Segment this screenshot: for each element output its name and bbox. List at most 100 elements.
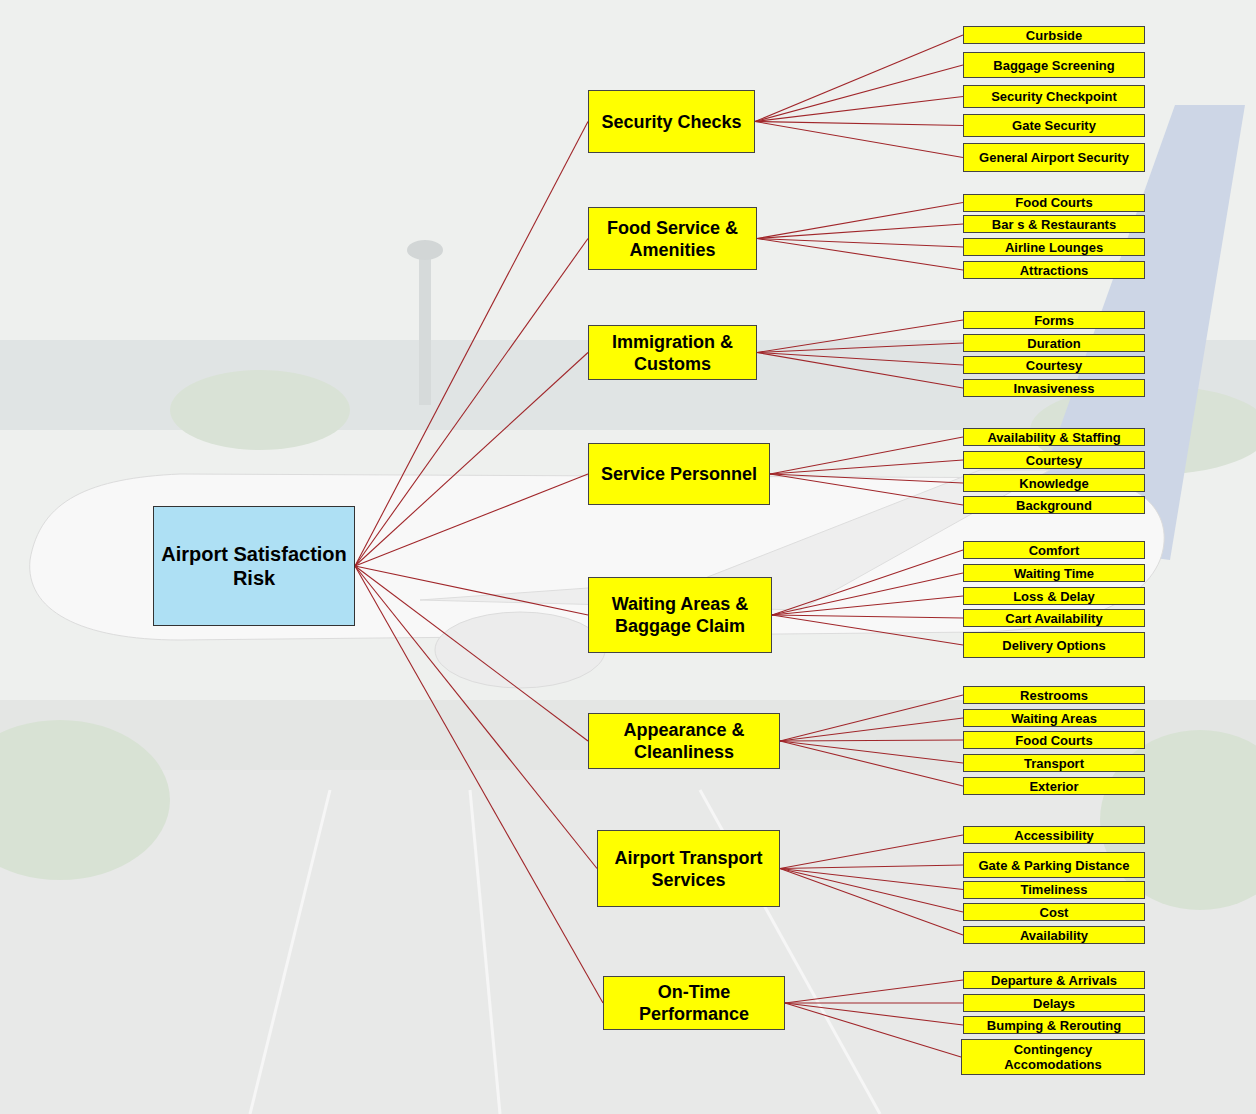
connector-line	[757, 224, 963, 239]
connector-line	[785, 1003, 963, 1025]
overpass	[0, 700, 1256, 770]
connector-line	[355, 566, 588, 741]
box-label: Departure & Arrivals	[991, 973, 1117, 988]
factor-box: Courtesy	[963, 451, 1145, 469]
box-label: Food Courts	[1015, 195, 1092, 210]
connector-line	[755, 65, 963, 122]
factor-box: Food Courts	[963, 731, 1145, 749]
connector-line	[757, 203, 963, 239]
lane-marking	[470, 790, 500, 1114]
box-label: Invasiveness	[1014, 381, 1095, 396]
factor-box: Contingency Accomodations	[961, 1039, 1145, 1075]
factor-box: Security Checkpoint	[963, 85, 1145, 108]
box-label: General Airport Security	[979, 150, 1129, 165]
box-label: Immigration & Customs	[594, 331, 751, 375]
box-label: Attractions	[1020, 263, 1089, 278]
control-tower	[419, 255, 431, 405]
factor-box: Loss & Delay	[963, 587, 1145, 605]
category-box: Airport Transport Services	[597, 830, 780, 907]
box-label: Waiting Time	[1014, 566, 1094, 581]
box-label: Airport Transport Services	[603, 847, 774, 891]
connector-line	[355, 566, 603, 1003]
connector-line	[355, 566, 597, 869]
factor-box: Waiting Areas	[963, 709, 1145, 727]
connector-line	[757, 343, 963, 353]
factor-box: Gate Security	[963, 114, 1145, 137]
factor-box: Baggage Screening	[963, 52, 1145, 78]
connector-line	[772, 596, 963, 615]
factor-box: Cost	[963, 903, 1145, 921]
category-box: Food Service & Amenities	[588, 207, 757, 270]
factor-box: Duration	[963, 334, 1145, 352]
connector-line	[355, 353, 588, 567]
factor-box: Availability & Staffing	[963, 428, 1145, 446]
tree-clump	[0, 720, 170, 880]
root-box: Airport Satisfaction Risk	[153, 506, 355, 626]
box-label: Contingency Accomodations	[967, 1042, 1139, 1072]
box-label: Delivery Options	[1002, 638, 1105, 653]
box-label: Exterior	[1029, 779, 1078, 794]
factor-box: Invasiveness	[963, 379, 1145, 397]
box-label: Appearance & Cleanliness	[594, 719, 774, 763]
box-label: Background	[1016, 498, 1092, 513]
box-label: Airport Satisfaction Risk	[159, 542, 349, 590]
factor-box: Curbside	[963, 26, 1145, 44]
factor-box: Delivery Options	[963, 632, 1145, 658]
category-box: Waiting Areas & Baggage Claim	[588, 577, 772, 653]
connector-line	[770, 460, 963, 474]
box-label: Food Service & Amenities	[594, 217, 751, 261]
tree-clump	[170, 370, 350, 450]
connector-line	[772, 615, 963, 645]
tower-cab	[407, 240, 443, 260]
category-box: Security Checks	[588, 90, 755, 153]
connector-line	[755, 122, 963, 158]
box-label: Gate Security	[1012, 118, 1096, 133]
connector-line	[780, 695, 963, 741]
box-label: Courtesy	[1026, 453, 1082, 468]
box-label: Cart Availability	[1005, 611, 1102, 626]
connector-line	[772, 615, 963, 618]
factor-box: Transport	[963, 754, 1145, 772]
connector-line	[355, 239, 588, 567]
connector-line	[755, 97, 963, 122]
factor-box: Airline Lounges	[963, 238, 1145, 256]
connector-line	[755, 35, 963, 122]
box-label: Duration	[1027, 336, 1080, 351]
factor-box: Accessibility	[963, 826, 1145, 844]
connector-line	[757, 239, 963, 271]
connector-line	[770, 474, 963, 505]
connector-line	[780, 869, 963, 913]
connector-line	[780, 835, 963, 869]
factor-box: Restrooms	[963, 686, 1145, 704]
box-label: Food Courts	[1015, 733, 1092, 748]
factor-box: Availability	[963, 926, 1145, 944]
box-label: Security Checks	[601, 111, 741, 133]
factor-box: Background	[963, 496, 1145, 514]
box-label: Courtesy	[1026, 358, 1082, 373]
box-label: Transport	[1024, 756, 1084, 771]
box-label: Waiting Areas	[1011, 711, 1097, 726]
box-label: Bar s & Restaurants	[992, 217, 1116, 232]
connector-line	[780, 740, 963, 741]
factor-box: Bumping & Rerouting	[963, 1016, 1145, 1034]
box-label: Gate & Parking Distance	[979, 858, 1130, 873]
factor-box: Delays	[963, 994, 1145, 1012]
box-label: Accessibility	[1014, 828, 1094, 843]
connector-line	[780, 741, 963, 786]
connector-line	[355, 566, 588, 615]
box-label: Timeliness	[1021, 882, 1088, 897]
factor-box: General Airport Security	[963, 143, 1145, 172]
connector-line	[785, 1003, 961, 1057]
lane-marking	[250, 790, 330, 1114]
factor-box: Bar s & Restaurants	[963, 215, 1145, 233]
factor-box: Timeliness	[963, 881, 1145, 899]
box-label: Knowledge	[1019, 476, 1088, 491]
factor-box: Gate & Parking Distance	[963, 852, 1145, 878]
box-label: Delays	[1033, 996, 1075, 1011]
box-label: Cost	[1040, 905, 1069, 920]
roadway	[0, 770, 1256, 1114]
box-label: On-Time Performance	[609, 981, 779, 1025]
connector-line	[757, 353, 963, 366]
